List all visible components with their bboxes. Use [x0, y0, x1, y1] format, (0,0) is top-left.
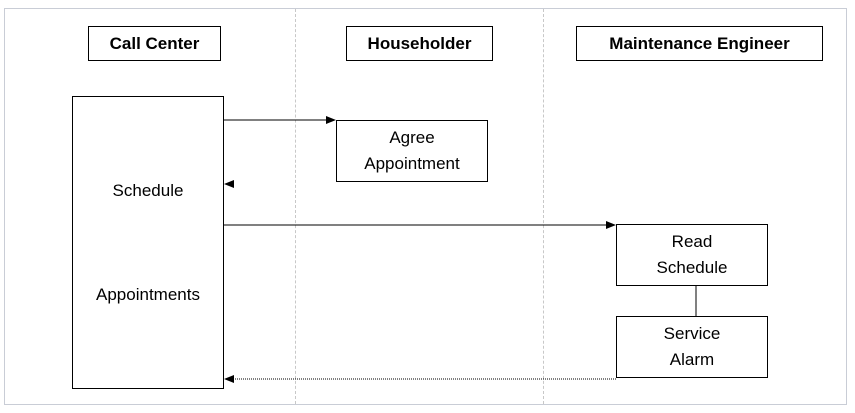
lane-header-call-center: Call Center: [88, 26, 221, 61]
service-alarm-line1: Service: [663, 324, 721, 343]
agree-appointment-line1: Agree: [389, 128, 435, 147]
arrow-schedule-to-agree-head: [326, 116, 336, 124]
agree-appointment-line2: Appointment: [364, 154, 460, 173]
arrow-schedule-to-read-head: [606, 221, 616, 229]
diagram-frame: [4, 8, 847, 405]
arrow-service-to-schedule-head: [224, 375, 234, 383]
service-alarm-box: Service Alarm: [616, 316, 768, 378]
lane-divider-2: [543, 9, 544, 404]
service-alarm-line2: Alarm: [669, 350, 715, 369]
read-schedule-line1: Read: [671, 232, 713, 251]
schedule-appointments-line2: Appointments: [96, 285, 200, 304]
agree-appointment-box: Agree Appointment: [336, 120, 488, 182]
lane-header-householder: Householder: [346, 26, 493, 61]
schedule-appointments-box: Schedule Appointments: [72, 96, 224, 389]
lane-header-maintenance-engineer: Maintenance Engineer: [576, 26, 823, 61]
lane-divider-1: [295, 9, 296, 404]
arrow-return-from-agree-head: [224, 180, 234, 188]
read-schedule-box: Read Schedule: [616, 224, 768, 286]
read-schedule-line2: Schedule: [656, 258, 728, 277]
schedule-appointments-line1: Schedule: [112, 181, 184, 200]
